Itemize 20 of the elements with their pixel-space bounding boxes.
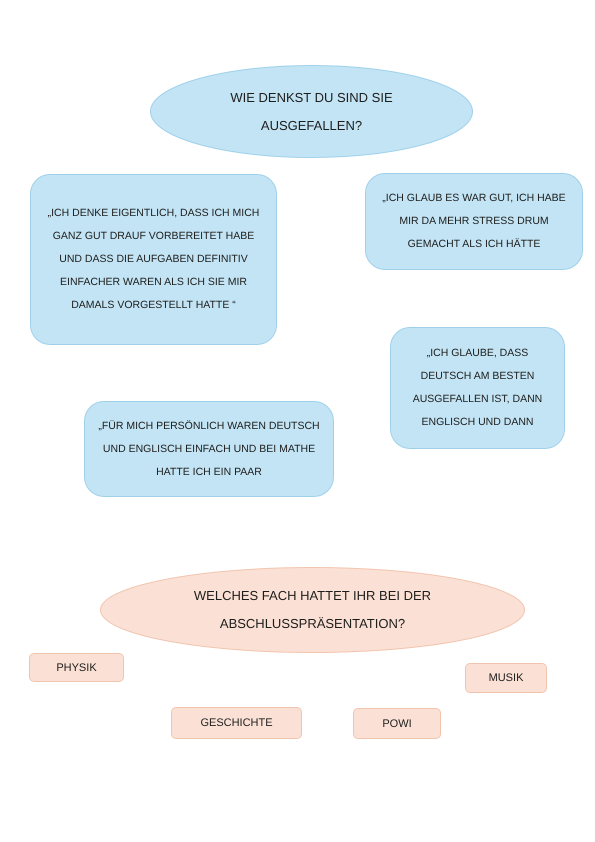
quote-card xyxy=(390,327,565,449)
subject-label: PHYSIK xyxy=(56,660,97,674)
quote-text: „ICH GLAUB ES WAR GUT, ICH HABE MIR DA MEHR STRESS DRUM GEMACHT ALS ICH HÄTTE xyxy=(381,191,567,252)
subject-tag xyxy=(465,663,547,693)
question-text: WELCHES FACH HATTET IHR BEI DER ABSCHLUSSPRÄSENTATION? xyxy=(192,587,432,633)
subject-label: MUSIK xyxy=(488,671,524,685)
subject-tag xyxy=(29,653,124,682)
question-text: WIE DENKST DU SIND SIE AUSGEFALLEN? xyxy=(229,88,394,134)
quote-text: „FÜR MICH PERSÖNLICH WAREN DEUTSCH UND ENGLISCH EINFACH UND BEI MATHE HATTE ICH EIN PAAR xyxy=(97,418,321,480)
question-ellipse xyxy=(150,65,473,158)
subject-tag xyxy=(171,707,302,739)
quote-card xyxy=(84,401,334,497)
quote-card xyxy=(365,173,583,270)
subject-tag xyxy=(353,708,441,739)
question-ellipse xyxy=(100,567,525,653)
quote-text: „ICH DENKE EIGENTLICH, DASS ICH MICH GANZ GUT DRAUF VORBEREITET HABE UND DASS DIE AUFGABEN DEFINITIV EINFACHER WAREN ALS ICH SIE MIR DAMALS VORGESTELLT HATTE “ xyxy=(46,206,260,313)
quote-text: „ICH GLAUBE, DASS DEUTSCH AM BESTEN AUSGEFALLEN IST, DANN ENGLISCH UND DANN xyxy=(412,346,544,430)
subject-label: GESCHICHTE xyxy=(200,716,273,730)
quote-card xyxy=(30,174,277,345)
subject-label: POWI xyxy=(382,716,412,730)
